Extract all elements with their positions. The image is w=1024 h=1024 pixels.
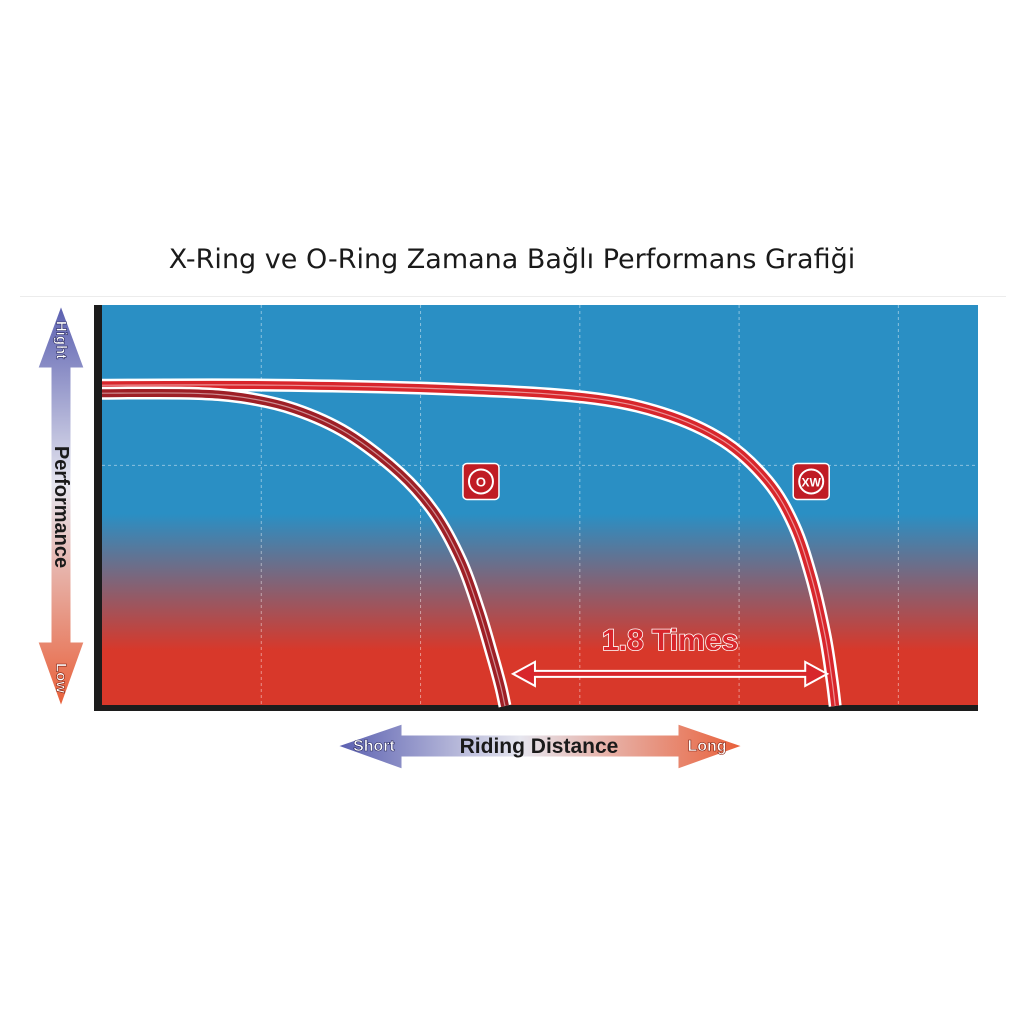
x-axis-line bbox=[94, 705, 978, 711]
ratio-label: 1.8 Times bbox=[602, 624, 738, 657]
o-ring-badge-icon: O bbox=[462, 462, 500, 501]
badge-label: O bbox=[476, 474, 486, 489]
badge-ring bbox=[798, 468, 825, 495]
y-label-high: Hight bbox=[53, 321, 70, 359]
grid-lines bbox=[102, 305, 978, 706]
series-badges: XW O bbox=[462, 462, 830, 501]
x-label-short: Short bbox=[353, 738, 395, 755]
horizontal-double-arrow-icon bbox=[336, 723, 744, 770]
performance-axis-arrow: Hight Performance Low bbox=[37, 304, 85, 708]
badge-label: XW bbox=[802, 475, 822, 489]
vertical-double-arrow-icon bbox=[37, 304, 85, 708]
y-label-performance: Performance bbox=[50, 446, 72, 568]
plot-background bbox=[100, 305, 978, 707]
chart-title: X-Ring ve O-Ring Zamana Bağlı Performans… bbox=[168, 244, 856, 275]
series-curves bbox=[101, 378, 842, 708]
riding-distance-axis-arrow: Short Riding Distance Long bbox=[336, 723, 744, 770]
badge-ring bbox=[467, 468, 494, 495]
x-label-long: Long bbox=[687, 738, 726, 755]
y-axis-line bbox=[94, 305, 102, 710]
y-label-low: Low bbox=[53, 663, 70, 693]
title-divider bbox=[20, 296, 1006, 297]
series-1-highlight bbox=[101, 384, 836, 707]
ratio-double-arrow-icon bbox=[510, 660, 830, 688]
ratio-annotation: 1.8 Times bbox=[510, 623, 830, 688]
series-0-highlight bbox=[101, 392, 506, 707]
xw-ring-badge-icon: XW bbox=[792, 462, 830, 501]
x-label-riding-distance: Riding Distance bbox=[460, 735, 619, 758]
